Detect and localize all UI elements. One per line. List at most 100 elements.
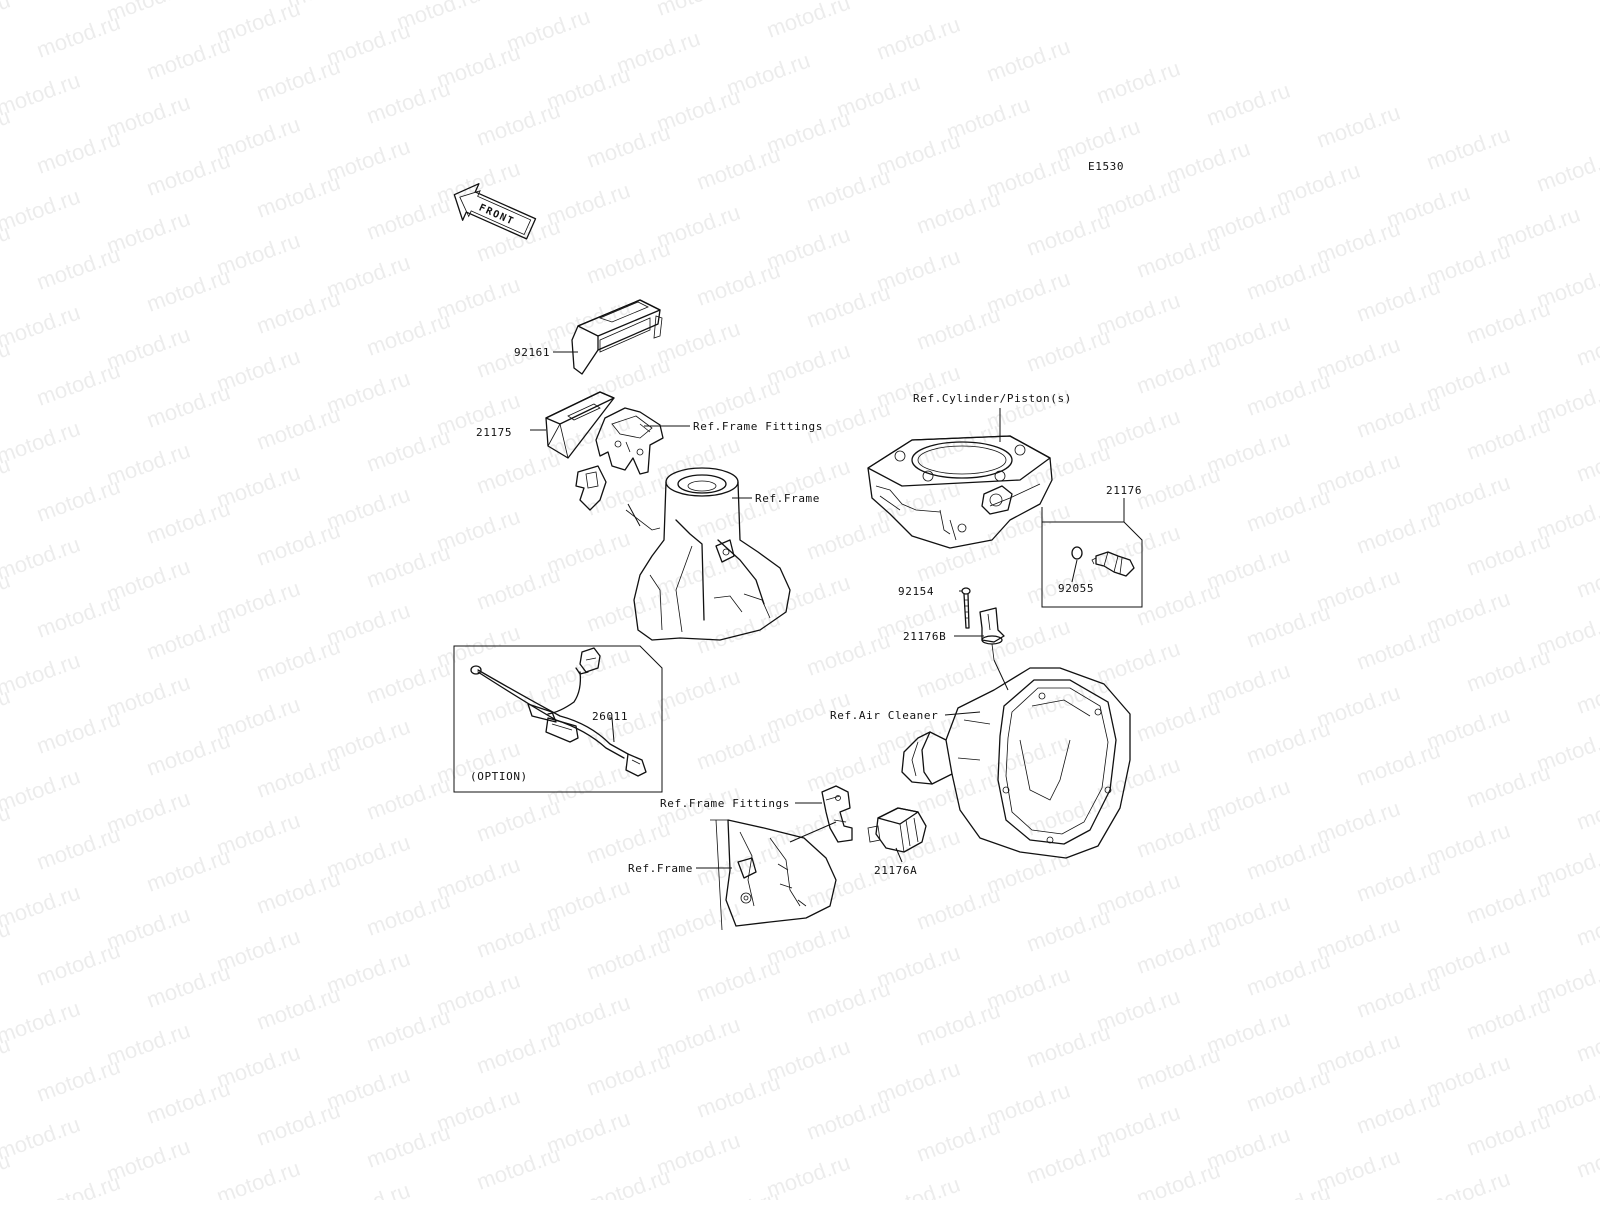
watermark-text: motod.ru (0, 0, 13, 41)
watermark-text: motod.ru (983, 1194, 1073, 1200)
watermark-text: motod.ru (583, 700, 673, 753)
watermark-text: motod.ru (1023, 1136, 1113, 1189)
watermark-text: motod.ru (583, 236, 673, 289)
watermark-text: motod.ru (913, 998, 1003, 1051)
watermark-text: motod.ru (33, 242, 123, 295)
watermark-text: motod.ru (0, 300, 83, 353)
watermark-text: motod.ru (143, 32, 233, 85)
watermark-text: motod.ru (33, 358, 123, 411)
watermark-text: motod.ru (253, 866, 343, 919)
watermark-text: motod.ru (583, 1164, 673, 1200)
watermark-text: motod.ru (1353, 854, 1443, 907)
watermark-text: motod.ru (803, 744, 893, 797)
watermark-text: motod.ru (1573, 1014, 1600, 1067)
watermark-text: motod.ru (323, 1178, 413, 1200)
watermark-text: motod.ru (693, 374, 783, 427)
watermark-text: motod.ru (1243, 832, 1333, 885)
watermark-text: motod.ru (473, 446, 563, 499)
label-ref-frame-fittings-top: Ref.Frame Fittings (693, 420, 823, 433)
watermark-text: motod.ru (1573, 318, 1600, 371)
watermark-text: motod.ru (1133, 346, 1223, 399)
watermark-text: motod.ru (1023, 1020, 1113, 1073)
watermark-text: motod.ru (1023, 208, 1113, 261)
watermark-text: motod.ru (1133, 578, 1223, 631)
watermark-text: motod.ru (143, 960, 233, 1013)
watermark-text: motod.ru (1243, 1064, 1333, 1117)
watermark-text: motod.ru (253, 402, 343, 455)
watermark-text: motod.ru (583, 352, 673, 405)
watermark-text: motod.ru (583, 816, 673, 869)
label-21176: 21176 (1106, 484, 1142, 497)
watermark-text: motod.ru (0, 532, 83, 585)
watermark-text: motod.ru (1353, 274, 1443, 327)
label-ref-frame-fittings-bottom: Ref.Frame Fittings (660, 797, 790, 810)
watermark-text: motod.ru (763, 0, 853, 43)
watermark-text: motod.ru (1243, 716, 1333, 769)
watermark-text: motod.ru (693, 1186, 783, 1200)
watermark-text: motod.ru (913, 766, 1003, 819)
watermark-text: motod.ru (1133, 1158, 1223, 1200)
watermark-text: motod.ru (473, 794, 563, 847)
watermark-text: motod.ru (913, 534, 1003, 587)
watermark-text: motod.ru (143, 496, 233, 549)
label-ref-air-cleaner: Ref.Air Cleaner (830, 709, 938, 722)
watermark-text: motod.ru (913, 418, 1003, 471)
watermark-text: motod.ru (803, 1092, 893, 1145)
watermark-text: motod.ru (1533, 144, 1600, 197)
watermark-text: motod.ru (913, 1114, 1003, 1167)
watermark-text: motod.ru (363, 1120, 453, 1173)
watermark-text: motod.ru (1243, 948, 1333, 1001)
watermark-text: motod.ru (0, 416, 83, 469)
watermark-text: motod.ru (1023, 788, 1113, 841)
watermark-text: motod.ru (143, 148, 233, 201)
watermark-text: motod.ru (1353, 738, 1443, 791)
watermark-text: motod.ru (1423, 1166, 1513, 1200)
watermark-text: motod.ru (1353, 970, 1443, 1023)
watermark-text: motod.ru (583, 932, 673, 985)
watermark-text: motod.ru (363, 1004, 453, 1057)
option-label: (OPTION) (470, 770, 528, 783)
label-ref-cylinder-pistons: Ref.Cylinder/Piston(s) (913, 392, 1072, 405)
watermark-text: motod.ru (1423, 122, 1513, 175)
watermark-text: motod.ru (1243, 484, 1333, 537)
watermark-text: motod.ru (1023, 324, 1113, 377)
watermark-text: motod.ru (33, 938, 123, 991)
watermark-text: motod.ru (143, 844, 233, 897)
watermark-text: motod.ru (33, 1170, 123, 1200)
front-arrow-label: FRONT (477, 202, 516, 227)
watermark-text: motod.ru (473, 98, 563, 151)
watermark-text: motod.ru (363, 424, 453, 477)
watermark-text: motod.ru (143, 380, 233, 433)
watermark-text: motod.ru (1243, 1180, 1333, 1200)
watermark-text: motod.ru (0, 0, 83, 5)
watermark-text: motod.ru (143, 612, 233, 665)
watermark-text: motod.ru (143, 728, 233, 781)
label-21176a: 21176A (874, 864, 917, 877)
watermark-text: motod.ru (1133, 230, 1223, 283)
watermark-text: motod.ru (253, 170, 343, 223)
watermark-text: motod.ru (583, 1048, 673, 1101)
watermark-text: motod.ru (873, 12, 963, 65)
watermark-text: motod.ru (253, 1098, 343, 1151)
watermark-text: motod.ru (803, 280, 893, 333)
watermark-text: motod.ru (1243, 252, 1333, 305)
watermark-text: motod.ru (1133, 462, 1223, 515)
watermark-text: motod.ru (0, 996, 83, 1049)
label-26011: 26011 (592, 710, 628, 723)
watermark-text: motod.ru (473, 562, 563, 615)
watermark-text: motod.ru (1023, 904, 1113, 957)
watermark-text: motod.ru (33, 1054, 123, 1107)
watermark-text: motod.ru (1353, 506, 1443, 559)
watermark-text: motod.ru (693, 722, 783, 775)
label-92161: 92161 (514, 346, 550, 359)
watermark-text: motod.ru (1133, 926, 1223, 979)
watermark-text: motod.ru (1243, 368, 1333, 421)
watermark-text: motod.ru (1353, 622, 1443, 675)
watermark-text: motod.ru (33, 822, 123, 875)
watermark-text: motod.ru (143, 1192, 233, 1200)
watermark-text: motod.ru (253, 634, 343, 687)
watermark-text: motod.ru (803, 976, 893, 1029)
watermark-text: motod.ru (253, 518, 343, 571)
